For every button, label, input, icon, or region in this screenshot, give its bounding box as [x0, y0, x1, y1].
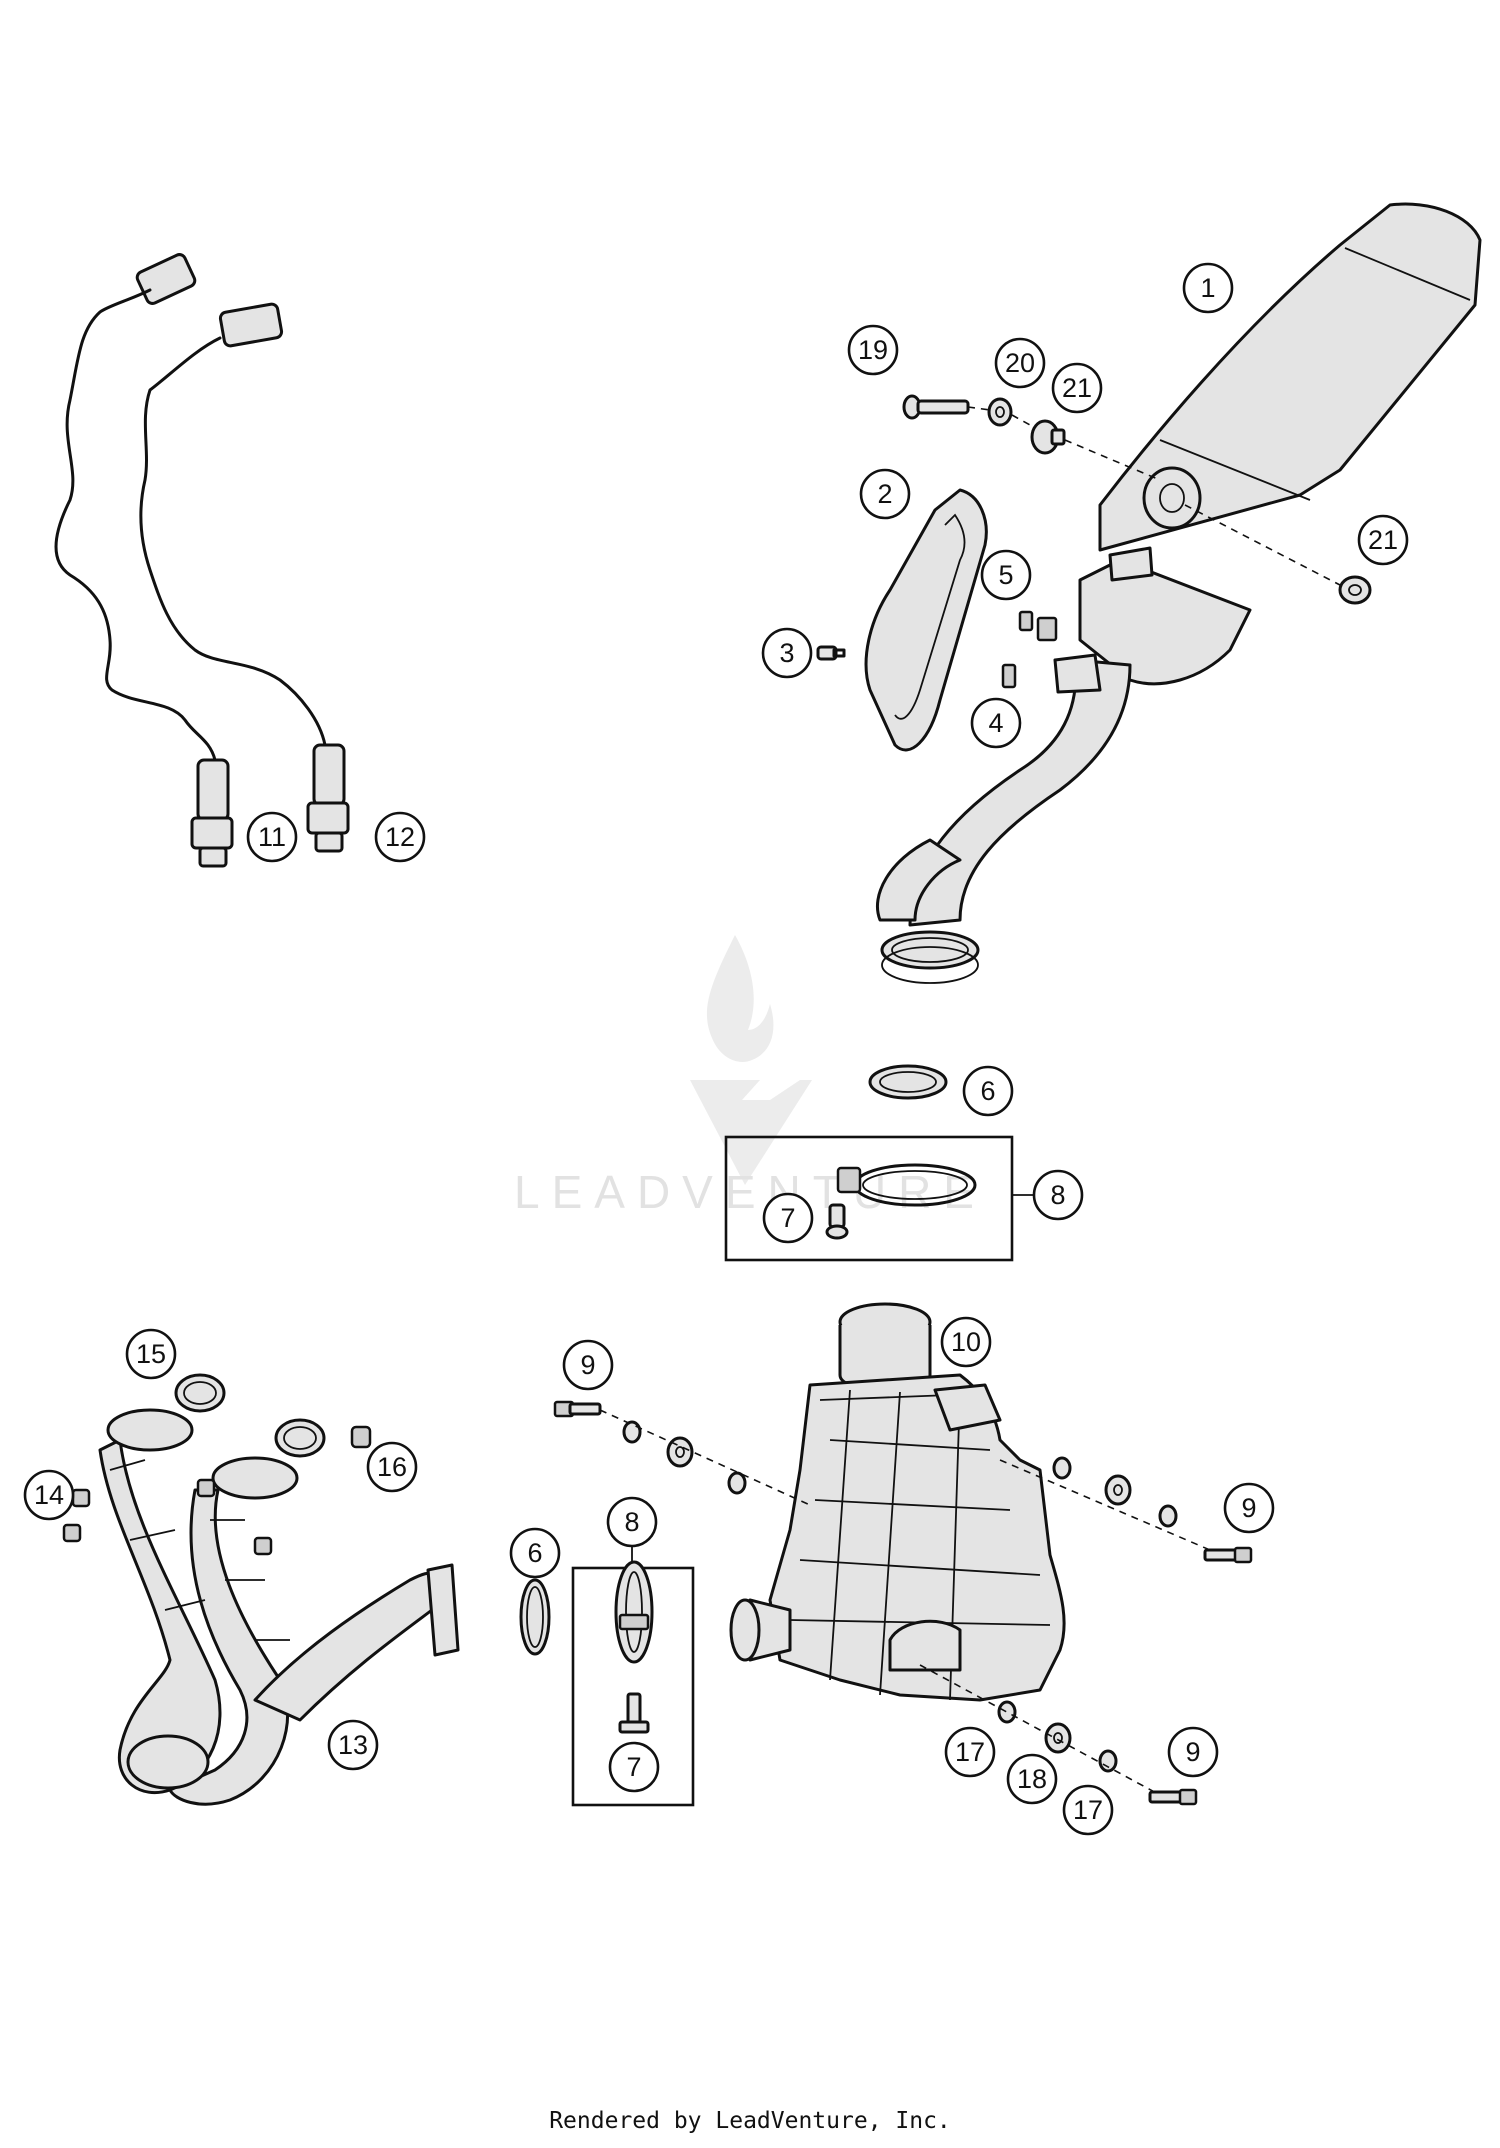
callout-21-right: 21: [1357, 514, 1409, 566]
svg-text:5: 5: [998, 560, 1013, 590]
grommet-21-right[interactable]: [1338, 575, 1372, 605]
render-credit: Rendered by LeadVenture, Inc.: [549, 2108, 951, 2134]
callout-7-lower: 7: [608, 1741, 660, 1793]
clip-4[interactable]: [1001, 663, 1017, 689]
gasket-15[interactable]: [174, 1373, 226, 1413]
washer-stack-upper-right[interactable]: [1052, 1456, 1178, 1528]
catalytic-converter[interactable]: [729, 1302, 1066, 1702]
callout-6-upper: 6: [962, 1065, 1014, 1117]
callout-3: 3: [761, 627, 813, 679]
watermark-brand: LEADVENTURE: [514, 1166, 986, 1218]
svg-text:9: 9: [1185, 1737, 1200, 1767]
callout-18: 18: [1006, 1753, 1058, 1805]
svg-text:8: 8: [624, 1507, 639, 1537]
svg-text:7: 7: [780, 1203, 795, 1233]
svg-text:6: 6: [527, 1538, 542, 1568]
svg-text:2: 2: [877, 479, 892, 509]
leader-line: [599, 1409, 1211, 1796]
svg-text:11: 11: [258, 822, 286, 852]
svg-text:21: 21: [1368, 525, 1398, 555]
svg-text:21: 21: [1062, 373, 1092, 403]
bolt-19[interactable]: [902, 394, 970, 420]
callout-4: 4: [970, 697, 1022, 749]
watermark-v-icon: [690, 1080, 812, 1185]
callout-20: 20: [994, 337, 1046, 389]
gasket-6-upper[interactable]: [868, 1064, 948, 1100]
oxygen-sensor-12[interactable]: [139, 302, 350, 853]
callout-15: 15: [125, 1328, 177, 1380]
callout-7-upper: 7: [762, 1192, 814, 1244]
callout-11: 11: [246, 811, 298, 863]
callout-2: 2: [859, 468, 911, 520]
gasket-6-lower[interactable]: [519, 1578, 551, 1656]
callout-9-lower: 9: [1167, 1726, 1219, 1778]
grommet-21-left[interactable]: [1030, 419, 1066, 455]
svg-text:10: 10: [951, 1327, 981, 1357]
svg-text:13: 13: [338, 1730, 368, 1760]
svg-text:18: 18: [1017, 1764, 1047, 1794]
callout-16: 16: [366, 1441, 418, 1493]
svg-text:3: 3: [779, 638, 794, 668]
callout-9-right: 9: [1223, 1482, 1275, 1534]
clamp-kit-box-upper: [724, 1135, 1014, 1262]
clamp-bolt-7-upper[interactable]: [825, 1203, 849, 1240]
svg-text:9: 9: [580, 1350, 595, 1380]
callout-1: 1: [1182, 262, 1234, 314]
gasket-15-second[interactable]: [274, 1418, 326, 1458]
stud-16[interactable]: [350, 1425, 372, 1449]
callout-8-upper: 8: [1032, 1169, 1084, 1221]
nut-14[interactable]: [62, 1478, 273, 1556]
callout-17-left: 17: [944, 1726, 996, 1778]
oxygen-sensor-11[interactable]: [54, 253, 234, 868]
washer-stack-lower[interactable]: [997, 1700, 1118, 1773]
callout-6-lower: 6: [509, 1527, 561, 1579]
heat-shield[interactable]: [864, 488, 988, 752]
svg-text:17: 17: [1073, 1795, 1103, 1825]
washer-20[interactable]: [987, 397, 1013, 427]
svg-text:8: 8: [1050, 1180, 1065, 1210]
callout-21-upper: 21: [1051, 362, 1103, 414]
callout-12: 12: [374, 811, 426, 863]
svg-text:4: 4: [988, 708, 1003, 738]
svg-text:6: 6: [980, 1076, 995, 1106]
callout-9-upper: 9: [562, 1339, 614, 1391]
bolt-9-right[interactable]: [1203, 1546, 1253, 1564]
svg-text:19: 19: [858, 335, 888, 365]
exhaust-clamp-upper[interactable]: [836, 1163, 977, 1207]
header-pipe[interactable]: [98, 1408, 460, 1806]
washer-stack-upper-left[interactable]: [622, 1420, 747, 1495]
svg-text:1: 1: [1200, 273, 1215, 303]
svg-text:14: 14: [34, 1480, 64, 1510]
watermark-flame-icon: [706, 935, 774, 1062]
callout-8-lower: 8: [606, 1496, 658, 1548]
svg-text:20: 20: [1005, 348, 1035, 378]
callout-5: 5: [980, 549, 1032, 601]
bolt-9-upper[interactable]: [553, 1400, 602, 1418]
bolt-9-lower[interactable]: [1148, 1788, 1198, 1806]
svg-text:17: 17: [955, 1737, 985, 1767]
svg-text:15: 15: [136, 1339, 166, 1369]
callout-14: 14: [23, 1469, 75, 1521]
svg-text:16: 16: [377, 1452, 407, 1482]
callout-13: 13: [327, 1719, 379, 1771]
exhaust-clamp-lower[interactable]: [614, 1560, 654, 1664]
callout-17-right: 17: [1062, 1784, 1114, 1836]
watermark: LEADVENTURE: [514, 935, 986, 1218]
callout-19: 19: [847, 324, 899, 376]
clip-5[interactable]: [1018, 610, 1058, 642]
svg-text:9: 9: [1241, 1493, 1256, 1523]
callout-10: 10: [940, 1316, 992, 1368]
clamp-bolt-7-lower[interactable]: [618, 1692, 650, 1734]
screw-3[interactable]: [816, 645, 846, 661]
svg-text:12: 12: [385, 822, 415, 852]
svg-text:7: 7: [626, 1752, 641, 1782]
muffler[interactable]: [875, 202, 1482, 984]
